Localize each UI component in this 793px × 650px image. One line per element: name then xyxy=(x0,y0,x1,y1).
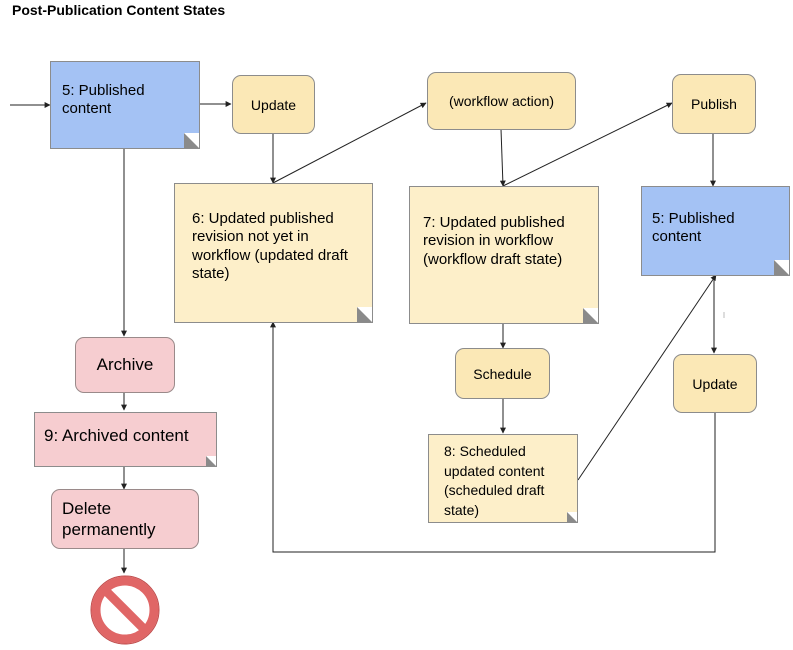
publish-action[interactable]: Publish xyxy=(672,74,756,134)
scheduled-updated-state: 8: Scheduled updated content (scheduled … xyxy=(428,434,578,523)
schedule-action[interactable]: Schedule xyxy=(455,348,550,399)
update-bottom-label: Update xyxy=(692,375,738,392)
scheduled-updated-label: 8: Scheduled updated content (scheduled … xyxy=(444,443,545,518)
published-content-state-right: 5: Published content xyxy=(641,186,790,276)
diagram-title: Post-Publication Content States xyxy=(12,2,226,18)
arrow-update-loop-back xyxy=(270,321,716,553)
updated-in-workflow-label: 7: Updated published revision in workflo… xyxy=(423,214,565,268)
no-entry-icon xyxy=(90,575,160,645)
arrow-workflow-action-to-workflow-draft xyxy=(499,128,506,187)
published-content-right-label: 5: Published content xyxy=(652,210,735,246)
workflow-action[interactable]: (workflow action) xyxy=(427,72,576,130)
archive-label: Archive xyxy=(96,355,154,374)
update-top-label: Update xyxy=(250,96,297,113)
updated-not-in-workflow-label: 6: Updated published revision not yet in… xyxy=(192,210,348,282)
publish-label: Publish xyxy=(691,96,737,112)
arrow-scheduled-to-published xyxy=(577,274,717,481)
published-content-left-label: 5: Published content xyxy=(62,82,145,118)
workflow-action-label: (workflow action) xyxy=(448,93,555,109)
delete-permanently-label: Delete permanently xyxy=(62,498,156,539)
schedule-label: Schedule xyxy=(473,365,532,382)
update-action-bottom[interactable]: Update xyxy=(673,354,757,413)
archived-content-state: 9: Archived content xyxy=(34,412,217,467)
archived-content-label: 9: Archived content xyxy=(44,426,189,445)
arrow-to-workflow-action xyxy=(272,102,427,184)
updated-not-in-workflow-state: 6: Updated published revision not yet in… xyxy=(174,183,373,323)
delete-permanently-action[interactable]: Delete permanently xyxy=(51,489,199,549)
arrow-to-publish xyxy=(502,102,673,187)
update-action-top[interactable]: Update xyxy=(232,75,315,134)
published-content-state-left: 5: Published content xyxy=(50,61,200,149)
archive-action[interactable]: Archive xyxy=(75,337,175,393)
updated-in-workflow-state: 7: Updated published revision in workflo… xyxy=(409,186,599,324)
